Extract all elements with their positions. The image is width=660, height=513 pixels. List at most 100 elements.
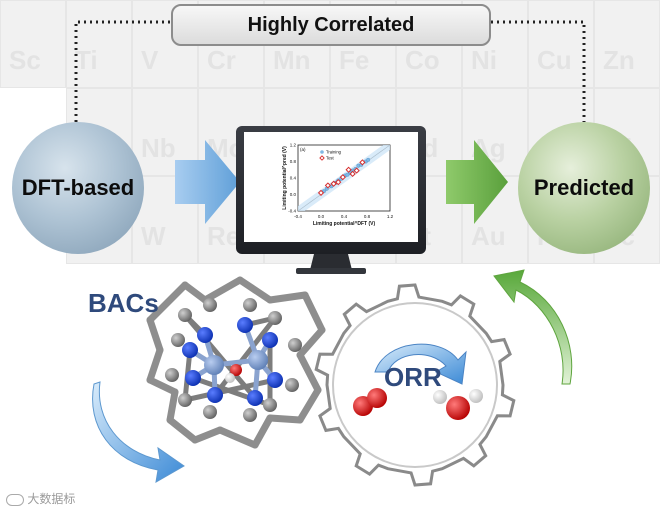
- periodic-symbol: Ti: [75, 45, 98, 75]
- test-point: [317, 189, 325, 196]
- carbon-atom: [263, 398, 277, 412]
- nitrogen-atom: [247, 390, 263, 406]
- bac-molecule-model: [146, 276, 326, 449]
- carbon-atom: [243, 408, 257, 422]
- y-tick-label: 0.8: [290, 159, 297, 164]
- nitrogen-atom: [237, 317, 253, 333]
- carbon-atom: [165, 368, 179, 382]
- bond: [201, 276, 244, 304]
- bond: [146, 281, 189, 324]
- bond: [166, 388, 179, 424]
- cog-wheel-icon: [314, 283, 516, 487]
- test-point: [349, 170, 356, 177]
- periodic-symbol: Re: [207, 221, 241, 251]
- bond: [212, 315, 278, 398]
- periodic-symbol: W: [141, 221, 166, 251]
- nitrogen-atom: [267, 372, 283, 388]
- x-axis-label: Limiting potential^DFT (V): [313, 221, 376, 227]
- bond: [236, 276, 274, 304]
- carbon-atom: [243, 298, 257, 312]
- bond: [296, 351, 322, 394]
- y-tick-label: 1.2: [290, 143, 297, 148]
- periodic-cell: Zn: [594, 0, 660, 88]
- dft-based-sphere: DFT-based: [12, 122, 144, 254]
- water-molecule-icon: [433, 389, 483, 420]
- metal-atom: [248, 350, 268, 370]
- periodic-symbol: V: [141, 45, 159, 75]
- bond: [166, 416, 199, 444]
- periodic-cell: Sc: [0, 0, 66, 88]
- orr-curve-arrow: [374, 343, 467, 385]
- highly-correlated-title: Highly Correlated: [171, 4, 491, 46]
- test-point: [353, 167, 360, 174]
- carbon-atom: [288, 338, 302, 352]
- orr-label: ORR: [384, 362, 442, 392]
- oxygen-molecule-icon: [353, 388, 387, 416]
- bond: [216, 426, 259, 449]
- test-point: [324, 182, 332, 189]
- bond: [296, 386, 322, 424]
- oxygen-atom: [230, 364, 242, 376]
- training-point: [366, 157, 371, 162]
- test-point: [339, 174, 346, 181]
- carbon-atom: [203, 405, 217, 419]
- y-tick-label: -0.4: [288, 209, 296, 214]
- carbon-atom: [178, 393, 192, 407]
- bond: [266, 291, 309, 304]
- metal-atom: [204, 355, 224, 375]
- panel-label: (a): [300, 147, 306, 152]
- periodic-symbol: Co: [405, 45, 440, 75]
- periodic-symbol: Cu: [537, 45, 572, 75]
- bond: [181, 281, 209, 304]
- blue-forward-arrow: [175, 140, 240, 224]
- x-tick-label: 0.8: [364, 214, 371, 219]
- periodic-symbol: Au: [471, 221, 506, 251]
- carbon-atom: [268, 311, 282, 325]
- nitrogen-atom: [185, 370, 201, 386]
- bacs-label: BACs: [88, 288, 159, 318]
- legend-marker-test: [319, 155, 325, 161]
- test-point: [330, 180, 337, 187]
- chart-frame: [297, 144, 391, 212]
- carbon-atom: [171, 333, 185, 347]
- bond: [296, 326, 326, 359]
- y-axis-label: Limiting potential^pred (V): [282, 146, 288, 210]
- x-tick-label: 0.4: [341, 214, 348, 219]
- watermark-logo-icon: [6, 493, 24, 506]
- periodic-symbol: Sc: [9, 45, 41, 75]
- periodic-symbol: Ni: [471, 45, 497, 75]
- bond: [182, 312, 258, 401]
- test-point: [345, 166, 352, 173]
- carbon-atom: [285, 378, 299, 392]
- green-curved-arrow: [493, 269, 573, 385]
- carbon-atom: [203, 298, 217, 312]
- nitrogen-atom: [207, 387, 223, 403]
- periodic-symbol: Nb: [141, 133, 176, 163]
- monitor-icon: [236, 126, 426, 274]
- periodic-symbol: Fe: [339, 45, 370, 75]
- x-tick-label: -0.4: [294, 214, 302, 219]
- periodic-symbol: Cr: [207, 45, 236, 75]
- periodic-symbol: Zn: [603, 45, 635, 75]
- blue-curved-arrow: [92, 381, 185, 483]
- y-tick-label: 0.0: [290, 192, 297, 197]
- watermark: 大数据标: [6, 490, 75, 507]
- watermark-text: 大数据标: [27, 492, 76, 506]
- bond: [301, 291, 326, 334]
- y-tick-label: 0.4: [290, 176, 297, 181]
- legend-test: Test: [326, 156, 335, 161]
- predicted-sphere: Predicted: [518, 122, 650, 254]
- nitrogen-atom: [197, 327, 213, 343]
- carbon-atom: [178, 308, 192, 322]
- bond: [191, 426, 224, 444]
- bond: [266, 414, 304, 424]
- dft-based-label: DFT-based: [21, 175, 135, 200]
- x-tick-label: 0.0: [318, 214, 325, 219]
- bond: [251, 414, 274, 449]
- x-tick-label: 1.2: [387, 214, 394, 219]
- test-point: [359, 159, 366, 166]
- hydrogen-atom: [225, 373, 235, 383]
- bond: [146, 376, 179, 396]
